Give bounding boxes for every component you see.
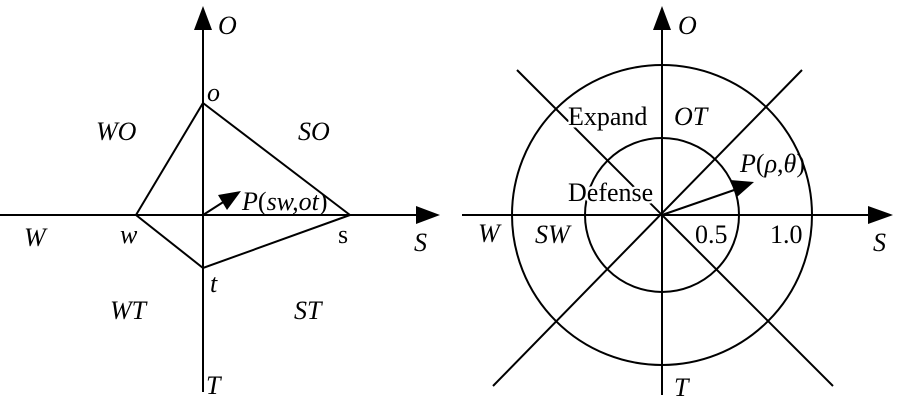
right-point-label: P(ρ,θ) bbox=[739, 149, 805, 178]
right-polar-diagram: Expand OT Defense SW O T W S 0.5 1.0 P(ρ… bbox=[462, 6, 893, 402]
region-label-sw: SW bbox=[535, 220, 572, 249]
left-axis-label-t: T bbox=[206, 371, 222, 400]
right-s-arrowhead bbox=[868, 206, 893, 224]
left-o-arrowhead bbox=[194, 6, 212, 30]
left-axis-label-s: S bbox=[414, 228, 427, 257]
right-axis-label-w: W bbox=[478, 219, 502, 248]
left-swot-diagram: O T W S WO SO WT ST o w t s P(sw,ot) bbox=[0, 6, 440, 400]
radius-label-1-0: 1.0 bbox=[770, 220, 803, 249]
region-label-defense: Defense bbox=[568, 178, 653, 207]
quadrant-label-wo: WO bbox=[96, 117, 137, 146]
left-vector-arrowhead bbox=[218, 191, 241, 210]
right-axis-label-t: T bbox=[674, 373, 690, 402]
vertex-label-o: o bbox=[207, 78, 220, 107]
polar-diagonal-ascending bbox=[492, 69, 803, 387]
right-axis-label-s: S bbox=[873, 228, 886, 257]
quadrant-label-so: SO bbox=[298, 117, 330, 146]
radius-label-0-5: 0.5 bbox=[695, 220, 728, 249]
vertex-label-w: w bbox=[120, 220, 138, 249]
vertex-label-t: t bbox=[210, 269, 218, 298]
quadrant-label-wt: WT bbox=[110, 296, 148, 325]
region-label-expand: Expand bbox=[568, 102, 647, 131]
right-vector-arrowhead bbox=[730, 180, 754, 197]
polar-diagonal-descending bbox=[516, 69, 834, 387]
left-s-arrowhead bbox=[416, 206, 440, 224]
right-position-vector bbox=[661, 187, 741, 216]
left-axis-label-w: W bbox=[24, 223, 48, 252]
left-point-label: P(sw,ot) bbox=[241, 187, 328, 216]
vertex-label-s: s bbox=[338, 220, 348, 249]
right-axis-label-o: O bbox=[678, 11, 697, 40]
region-label-expand-ot: OT bbox=[674, 102, 709, 131]
left-strategy-quadrilateral bbox=[134, 101, 353, 270]
left-axis-label-o: O bbox=[218, 11, 237, 40]
quadrant-label-st: ST bbox=[294, 296, 323, 325]
right-o-arrowhead bbox=[653, 6, 671, 30]
